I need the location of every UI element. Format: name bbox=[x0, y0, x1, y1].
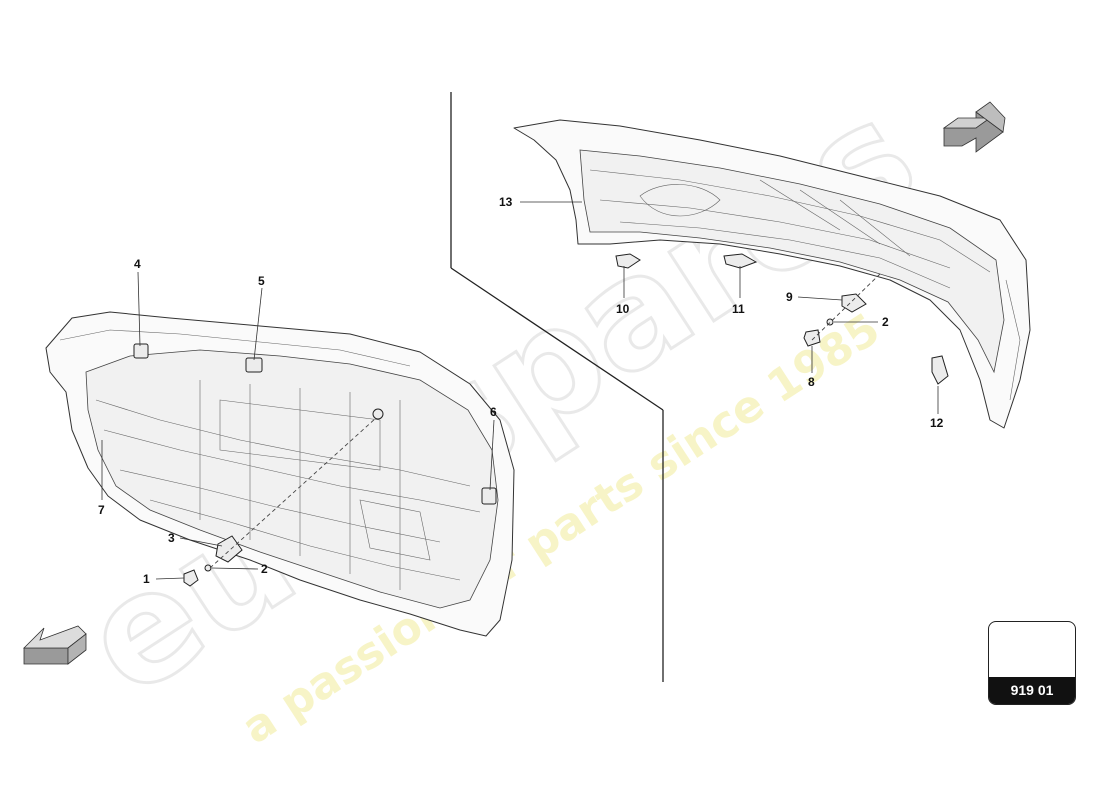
callouts: 1 2 3 4 5 6 7 8 9 10 11 2 12 13 bbox=[98, 195, 944, 586]
rear-bumper-lower-view bbox=[45, 311, 515, 637]
assembly-line bbox=[811, 273, 881, 341]
callout-8: 8 bbox=[808, 375, 815, 389]
bracket-part-12 bbox=[931, 355, 949, 385]
callout-4: 4 bbox=[134, 257, 141, 271]
clip-part-1 bbox=[183, 569, 199, 587]
callout-2: 2 bbox=[261, 562, 268, 576]
callout-1: 1 bbox=[143, 572, 150, 586]
nut-part-2 bbox=[204, 564, 212, 572]
clip-part-8 bbox=[803, 329, 821, 347]
leader-lines bbox=[101, 201, 939, 580]
reference-code: 919 01 bbox=[989, 677, 1075, 704]
direction-arrow-icon bbox=[942, 101, 1006, 153]
callout-9: 9 bbox=[786, 290, 793, 304]
callout-3: 3 bbox=[168, 531, 175, 545]
callout-11: 11 bbox=[732, 302, 745, 316]
bracket-part-9 bbox=[841, 293, 867, 313]
callout-13: 13 bbox=[499, 195, 513, 209]
direction-arrow-icon bbox=[23, 625, 87, 665]
bracket-part-10 bbox=[615, 253, 641, 269]
reference-box: 919 01 bbox=[988, 621, 1076, 705]
assembly-line bbox=[209, 417, 377, 569]
callout-5: 5 bbox=[258, 274, 265, 288]
callout-7: 7 bbox=[98, 503, 105, 517]
callout-2b: 2 bbox=[882, 315, 889, 329]
clip-part-11 bbox=[723, 253, 758, 269]
callout-10: 10 bbox=[616, 302, 630, 316]
bracket-part-3 bbox=[215, 535, 243, 563]
divider bbox=[450, 92, 664, 682]
callout-6: 6 bbox=[490, 405, 497, 419]
rear-bumper-upper-view bbox=[513, 119, 1031, 429]
callout-12: 12 bbox=[930, 416, 944, 430]
